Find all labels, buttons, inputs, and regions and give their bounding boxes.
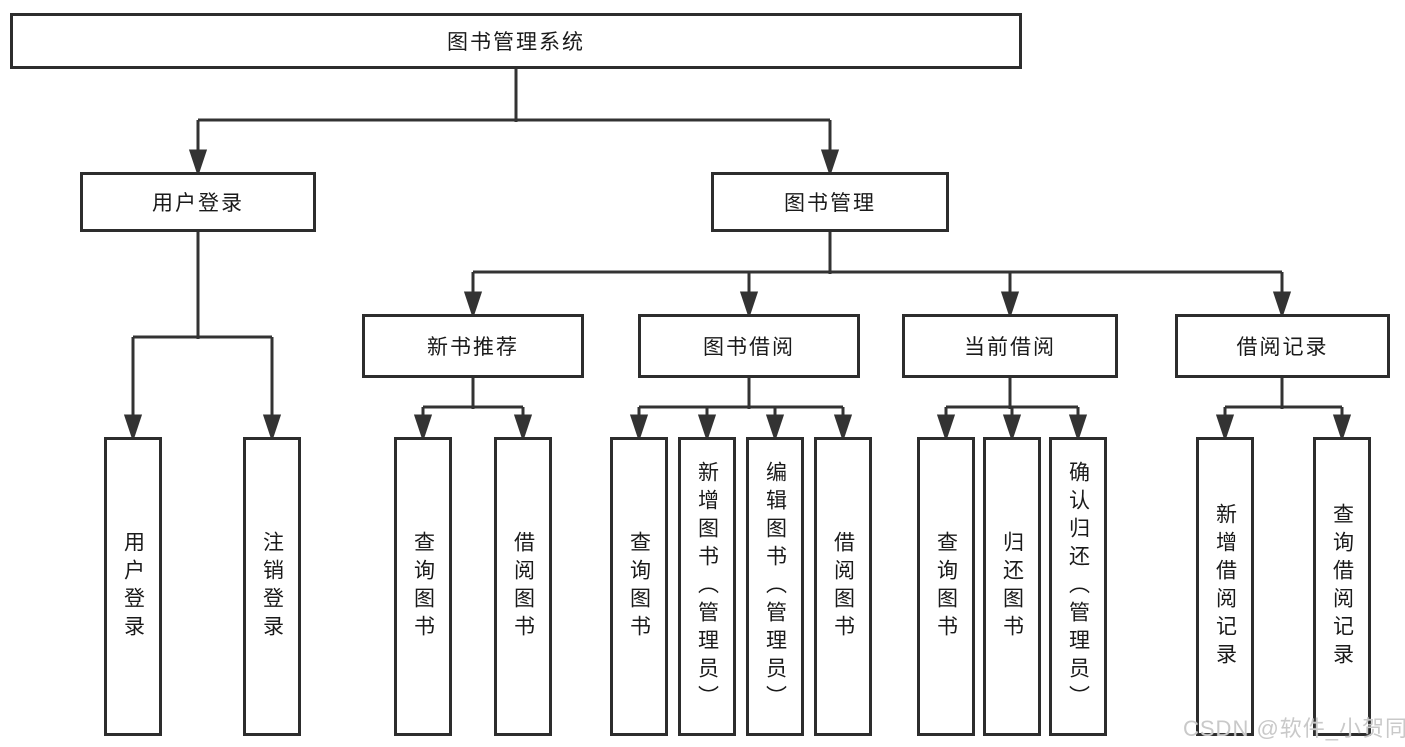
leaf-query-books-recommend: 查询图书 — [394, 437, 452, 736]
arrowhead — [765, 414, 785, 442]
csdn-watermark: CSDN @软件_小贺同学 — [1183, 716, 1405, 741]
arrowhead — [1068, 414, 1088, 442]
arrowhead — [1215, 414, 1235, 442]
arrowhead — [936, 414, 956, 442]
arrowhead — [629, 414, 649, 442]
leaf-borrow-books-recommend: 借阅图书 — [494, 437, 552, 736]
arrowhead — [1000, 291, 1020, 319]
arrowhead — [513, 414, 533, 442]
leaf-query-borrow-record: 查询借阅记录 — [1313, 437, 1371, 736]
arrowhead — [463, 291, 483, 319]
leaf-add-book-admin: 新增图书（管理员） — [678, 437, 736, 736]
node-new-book-recommend: 新书推荐 — [362, 314, 584, 378]
node-current-borrow: 当前借阅 — [902, 314, 1118, 378]
node-book-borrow: 图书借阅 — [638, 314, 860, 378]
leaf-user-login: 用户登录 — [104, 437, 162, 736]
connector-book-borrow-group — [629, 378, 853, 442]
leaf-edit-book-admin: 编辑图书（管理员） — [746, 437, 804, 736]
arrowhead — [697, 414, 717, 442]
leaf-query-books-current: 查询图书 — [917, 437, 975, 736]
arrowhead — [833, 414, 853, 442]
connector-current-borrow-group — [936, 378, 1088, 442]
leaf-logout: 注销登录 — [243, 437, 301, 736]
arrowhead — [739, 291, 759, 319]
leaf-add-borrow-record: 新增借阅记录 — [1196, 437, 1254, 736]
connector-book-management-group — [463, 232, 1292, 319]
connector-user-login-group — [123, 232, 282, 442]
leaf-borrow-books: 借阅图书 — [814, 437, 872, 736]
connector-root-group — [188, 69, 840, 177]
arrowhead — [1002, 414, 1022, 442]
arrowhead — [820, 149, 840, 177]
arrowhead — [123, 414, 143, 442]
arrowhead — [188, 149, 208, 177]
arrowhead — [413, 414, 433, 442]
node-book-management: 图书管理 — [711, 172, 949, 232]
connector-new-book-recommend-group — [413, 378, 533, 442]
node-root-library-system: 图书管理系统 — [10, 13, 1022, 69]
arrowhead — [1332, 414, 1352, 442]
leaf-return-books: 归还图书 — [983, 437, 1041, 736]
node-borrow-record: 借阅记录 — [1175, 314, 1390, 378]
connector-borrow-record-group — [1215, 378, 1352, 442]
arrowhead — [1272, 291, 1292, 319]
node-user-login: 用户登录 — [80, 172, 316, 232]
leaf-confirm-return-admin: 确认归还（管理员） — [1049, 437, 1107, 736]
arrowhead — [262, 414, 282, 442]
leaf-query-books-borrow: 查询图书 — [610, 437, 668, 736]
